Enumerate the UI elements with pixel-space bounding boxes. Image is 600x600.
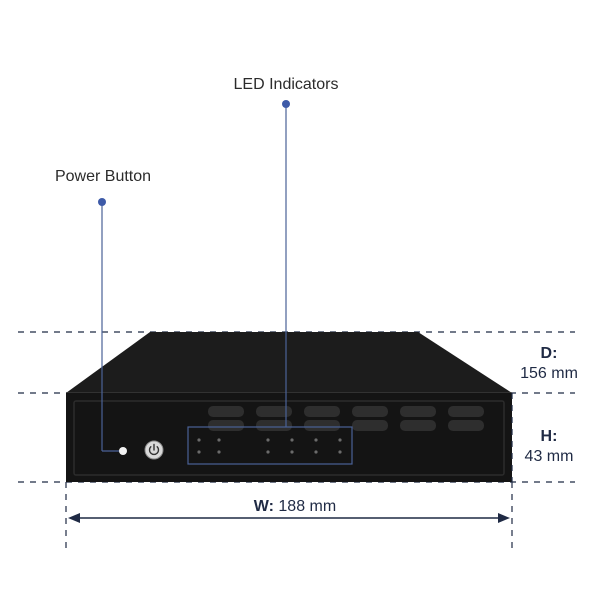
led-indicator (314, 450, 318, 454)
vent-slot (208, 406, 244, 417)
vent-slot (256, 406, 292, 417)
led-indicator (197, 450, 201, 454)
depth-dimension-key: D: (541, 345, 558, 362)
power-callout-label: Power Button (55, 168, 151, 185)
device-front-face (66, 393, 512, 482)
power-callout: Power Button (55, 168, 151, 452)
led-indicator (338, 450, 342, 454)
led-indicator (217, 438, 221, 442)
led-indicator (266, 450, 270, 454)
vent-grille (208, 406, 484, 431)
vent-slot (304, 406, 340, 417)
led-callout-label: LED Indicators (234, 76, 339, 93)
vent-slot (352, 406, 388, 417)
led-indicator (217, 450, 221, 454)
arrowhead-left-icon (68, 513, 80, 523)
width-extension-lines (65, 393, 513, 548)
width-dimension-label: W: 188 mm (254, 498, 336, 515)
device-front-bezel (73, 400, 505, 476)
led-callout: LED Indicators (234, 76, 339, 427)
led-indicator (338, 438, 342, 442)
vent-slot (256, 420, 292, 431)
vent-slot (304, 420, 340, 431)
led-indicator (266, 438, 270, 442)
power-callout-dot (98, 198, 106, 206)
power-led-icon (119, 447, 127, 455)
led-indicator (290, 450, 294, 454)
width-dimension-arrow (68, 513, 510, 523)
led-indicator (290, 438, 294, 442)
led-indicator (197, 438, 201, 442)
depth-dimension-value: 156 mm (520, 365, 578, 382)
vent-slot (400, 420, 436, 431)
vent-slot (448, 406, 484, 417)
device-top-surface (66, 332, 512, 393)
height-dimension-key: H: (541, 428, 558, 445)
vent-slot (352, 420, 388, 431)
led-indicator-panel (187, 426, 353, 465)
led-indicator (314, 438, 318, 442)
vent-slot (448, 420, 484, 431)
vent-slot (208, 420, 244, 431)
vent-slot (400, 406, 436, 417)
arrowhead-right-icon (498, 513, 510, 523)
height-dimension-value: 43 mm (525, 448, 574, 465)
led-callout-dot (282, 100, 290, 108)
power-symbol-icon (148, 443, 160, 456)
led-indicators (197, 438, 342, 454)
